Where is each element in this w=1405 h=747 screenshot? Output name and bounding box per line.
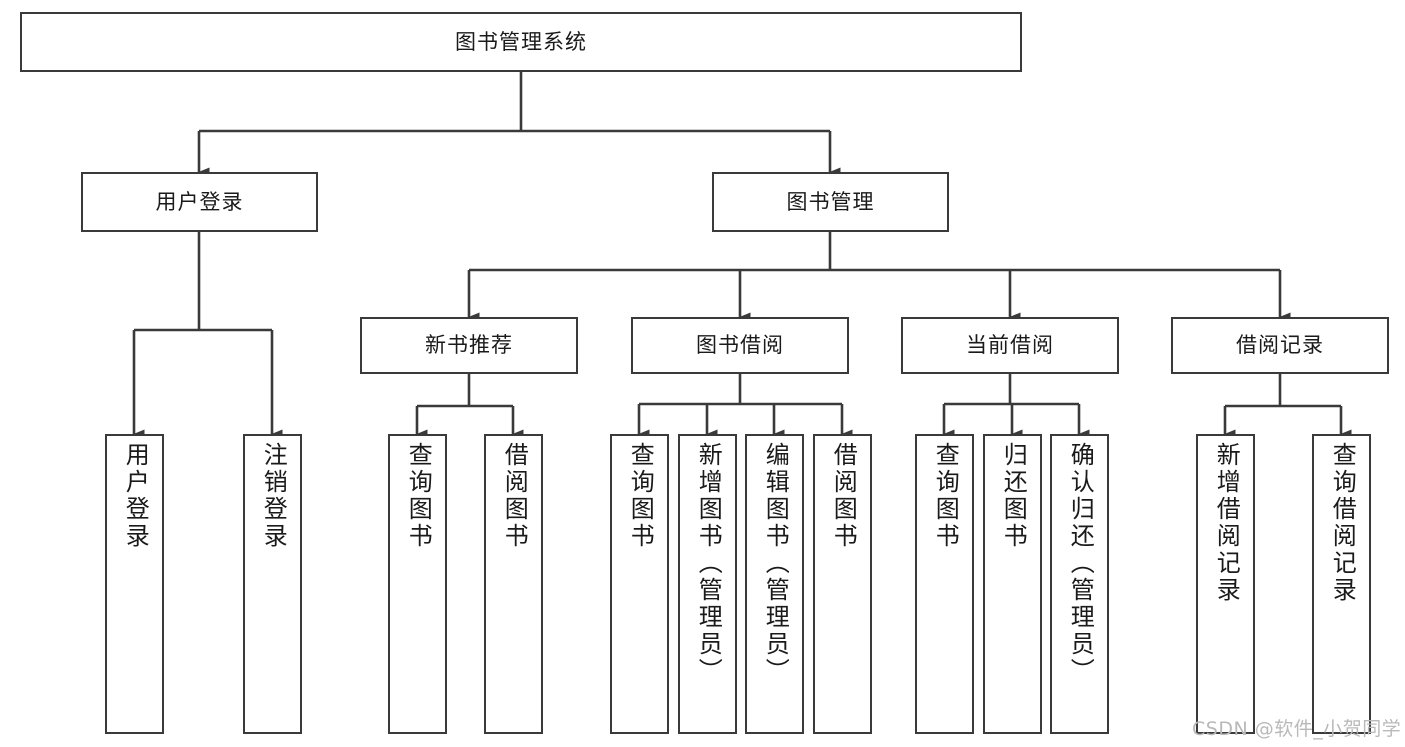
node-leaf-add-book-label: 新增图书（管理员）: [694, 442, 723, 685]
node-leaf-confirm-return-label: 确认归还（管理员）: [1066, 442, 1095, 685]
node-leaf-borrow-book-1[interactable]: 借阅图书: [484, 434, 543, 734]
node-leaf-query-book-3-label: 查询图书: [931, 442, 960, 550]
node-leaf-query-record-label: 查询借阅记录: [1328, 442, 1357, 604]
node-new-book-rec[interactable]: 新书推荐: [360, 317, 578, 374]
node-leaf-query-book-1[interactable]: 查询图书: [388, 434, 447, 734]
node-leaf-edit-book[interactable]: 编辑图书（管理员）: [745, 434, 804, 734]
node-root[interactable]: 图书管理系统: [20, 12, 1022, 72]
node-leaf-confirm-return[interactable]: 确认归还（管理员）: [1050, 434, 1109, 734]
node-borrow-record[interactable]: 借阅记录: [1171, 317, 1389, 374]
node-leaf-user-logout[interactable]: 注销登录: [243, 434, 302, 734]
node-leaf-return-book[interactable]: 归还图书: [983, 434, 1042, 734]
node-new-book-rec-label: 新书推荐: [425, 333, 513, 358]
node-leaf-add-record-label: 新增借阅记录: [1212, 442, 1241, 604]
node-book-borrow[interactable]: 图书借阅: [631, 317, 849, 374]
node-borrow-record-label: 借阅记录: [1236, 333, 1324, 358]
node-leaf-user-login-label: 用户登录: [121, 442, 150, 550]
node-leaf-borrow-book-2-label: 借阅图书: [829, 442, 858, 550]
node-leaf-add-book[interactable]: 新增图书（管理员）: [678, 434, 737, 734]
node-leaf-query-book-1-label: 查询图书: [404, 442, 433, 550]
node-leaf-query-book-3[interactable]: 查询图书: [915, 434, 974, 734]
node-leaf-edit-book-label: 编辑图书（管理员）: [761, 442, 790, 685]
node-book-borrow-label: 图书借阅: [696, 333, 784, 358]
node-leaf-borrow-book-2[interactable]: 借阅图书: [813, 434, 872, 734]
node-leaf-query-book-2[interactable]: 查询图书: [610, 434, 669, 734]
node-user-login[interactable]: 用户登录: [81, 172, 318, 232]
node-leaf-query-book-2-label: 查询图书: [626, 442, 655, 550]
node-user-login-label: 用户登录: [155, 189, 244, 214]
node-leaf-add-record[interactable]: 新增借阅记录: [1196, 434, 1255, 734]
node-leaf-return-book-label: 归还图书: [999, 442, 1028, 550]
node-root-label: 图书管理系统: [455, 29, 587, 54]
node-book-manage[interactable]: 图书管理: [712, 172, 949, 232]
node-book-manage-label: 图书管理: [786, 189, 875, 214]
node-leaf-borrow-book-1-label: 借阅图书: [500, 442, 529, 550]
node-leaf-user-login[interactable]: 用户登录: [105, 434, 164, 734]
node-leaf-query-record[interactable]: 查询借阅记录: [1312, 434, 1371, 734]
node-current-borrow-label: 当前借阅: [966, 333, 1054, 358]
node-leaf-user-logout-label: 注销登录: [259, 442, 288, 550]
node-current-borrow[interactable]: 当前借阅: [901, 317, 1119, 374]
